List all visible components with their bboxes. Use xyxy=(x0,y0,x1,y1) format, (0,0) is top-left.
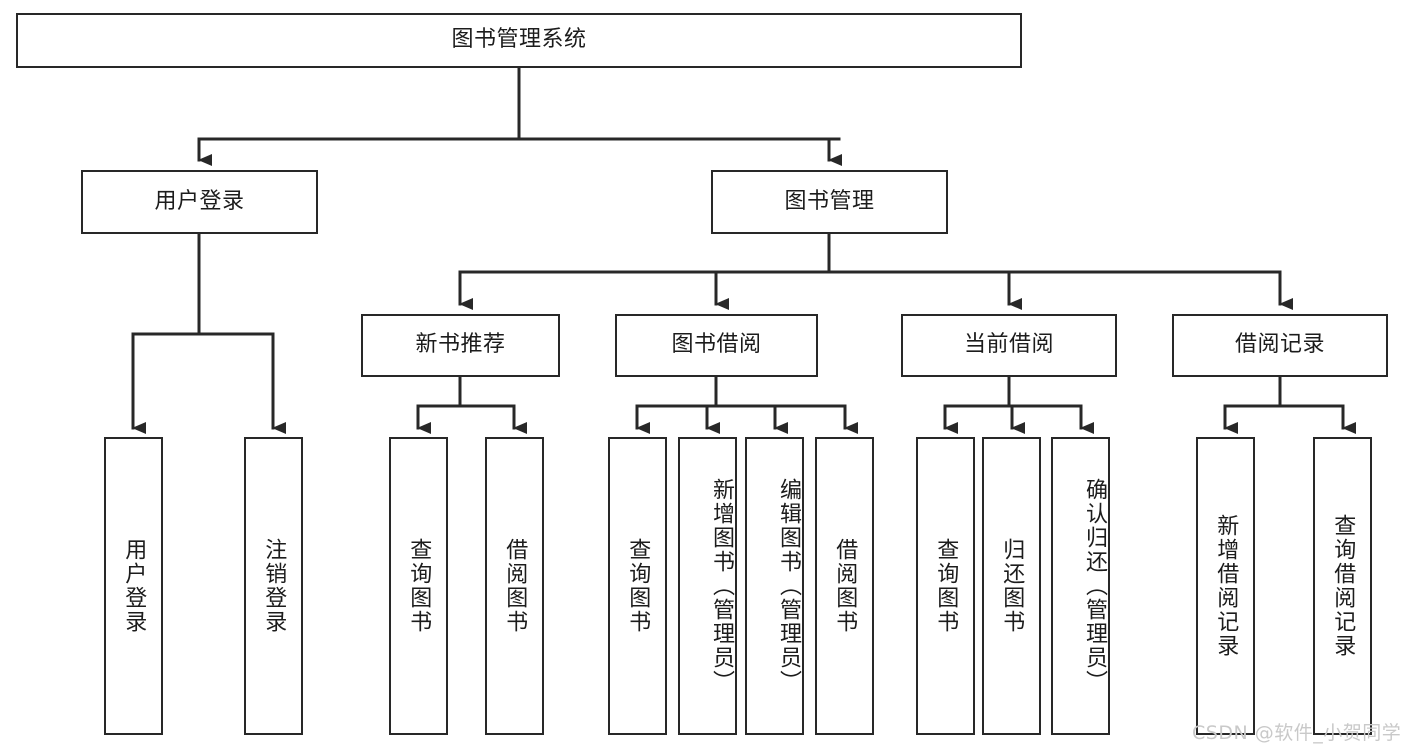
node-new-book-recommend[interactable]: 新书推荐 xyxy=(361,314,560,377)
node-borrow-record[interactable]: 借阅记录 xyxy=(1172,314,1388,377)
node-leaf-query-book-1[interactable]: 查询图书 xyxy=(389,437,448,735)
node-label: 新增借阅记录 xyxy=(1213,514,1239,658)
node-label: 新书推荐 xyxy=(415,332,506,358)
node-leaf-query-book-2[interactable]: 查询图书 xyxy=(608,437,667,735)
node-label: 图书管理系统 xyxy=(451,27,587,53)
node-leaf-edit-book[interactable]: 编辑图书（管理员） xyxy=(745,437,804,735)
node-label: 借阅图书 xyxy=(832,538,858,634)
node-leaf-logout-login[interactable]: 注销登录 xyxy=(244,437,303,735)
node-label: 用户登录 xyxy=(154,188,245,214)
node-label: 查询借阅记录 xyxy=(1330,514,1356,658)
node-label: 编辑图书（管理员） xyxy=(776,478,801,694)
node-leaf-return-book[interactable]: 归还图书 xyxy=(982,437,1041,735)
node-leaf-query-record[interactable]: 查询借阅记录 xyxy=(1313,437,1372,735)
node-label: 查询图书 xyxy=(625,538,651,634)
node-label: 新增图书（管理员） xyxy=(709,478,734,694)
node-book-management-system[interactable]: 图书管理系统 xyxy=(16,13,1022,68)
node-label: 借阅图书 xyxy=(502,538,528,634)
node-book-management[interactable]: 图书管理 xyxy=(711,170,948,234)
node-current-borrow[interactable]: 当前借阅 xyxy=(901,314,1117,377)
csdn-watermark: CSDN @软件_小贺同学 xyxy=(1192,722,1402,744)
node-leaf-borrow-book-2[interactable]: 借阅图书 xyxy=(815,437,874,735)
node-leaf-query-book-3[interactable]: 查询图书 xyxy=(916,437,975,735)
node-label: 用户登录 xyxy=(121,538,147,634)
node-label: 注销登录 xyxy=(261,538,287,634)
node-label: 确认归还（管理员） xyxy=(1082,478,1107,694)
node-label: 当前借阅 xyxy=(963,332,1054,358)
node-leaf-confirm-return[interactable]: 确认归还（管理员） xyxy=(1051,437,1110,735)
node-leaf-user-login[interactable]: 用户登录 xyxy=(104,437,163,735)
node-label: 借阅记录 xyxy=(1234,332,1325,358)
node-label: 查询图书 xyxy=(933,538,959,634)
node-user-login[interactable]: 用户登录 xyxy=(81,170,318,234)
node-label: 查询图书 xyxy=(406,538,432,634)
node-label: 图书借阅 xyxy=(671,332,762,358)
node-book-borrow[interactable]: 图书借阅 xyxy=(615,314,818,377)
node-label: 归还图书 xyxy=(999,538,1025,634)
node-leaf-borrow-book-1[interactable]: 借阅图书 xyxy=(485,437,544,735)
node-label: 图书管理 xyxy=(784,188,875,214)
node-leaf-add-record[interactable]: 新增借阅记录 xyxy=(1196,437,1255,735)
node-leaf-add-book[interactable]: 新增图书（管理员） xyxy=(678,437,737,735)
